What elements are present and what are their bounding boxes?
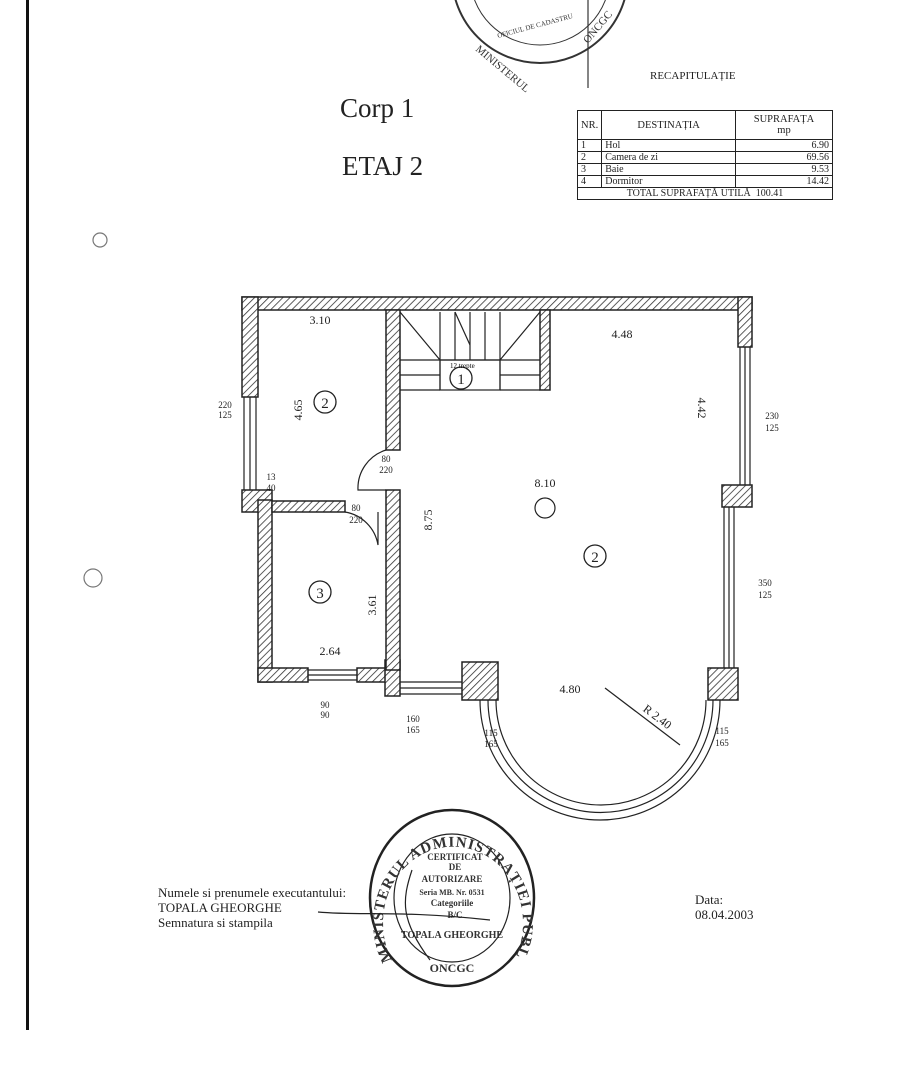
executor-label: Numele si prenumele executantului:	[158, 885, 347, 900]
svg-text:ONCGC: ONCGC	[430, 961, 475, 975]
wall-interior-upper	[385, 309, 401, 451]
svg-text:B/C: B/C	[447, 910, 462, 920]
svg-text:Categoriile: Categoriile	[431, 898, 473, 908]
opening-size: 90	[321, 710, 331, 720]
dimension: 4.65	[291, 400, 305, 421]
window-right-lower	[723, 507, 735, 668]
stamp-top: MINISTERUL OFICIUL DE CADASTRU ONCGC	[454, 0, 626, 95]
room-number: 1	[457, 372, 465, 388]
opening-size: 40	[267, 483, 277, 493]
opening-size: 115	[484, 728, 498, 738]
opening-size: 13	[267, 472, 277, 482]
dimension: 8.10	[535, 476, 556, 490]
date-label: Data:	[695, 892, 724, 907]
executor-block: Numele si prenumele executantului: TOPAL…	[158, 885, 346, 930]
dimension: 3.10	[310, 313, 331, 327]
signature-label: Semnatura si stampila	[158, 915, 273, 930]
room-number: 3	[316, 586, 324, 602]
opening-size: 220	[218, 400, 232, 410]
staircase	[399, 311, 541, 391]
opening-size: 165	[406, 725, 420, 735]
dimension: 8.75	[421, 510, 435, 531]
opening-size: 115	[715, 726, 729, 736]
wall-right-upper	[737, 296, 753, 348]
wall-interior-lower	[385, 489, 401, 671]
window-left	[243, 397, 257, 490]
ceiling-light	[534, 497, 556, 519]
date-value: 08.04.2003	[695, 907, 754, 922]
stairs-label: 12 trepte	[450, 362, 475, 370]
dimension: 3.61	[365, 595, 379, 616]
bay-window-arc-mid	[487, 699, 714, 814]
wall-left-upper	[241, 296, 259, 398]
page-margin-line	[26, 0, 29, 1030]
bay-window-arc	[479, 699, 721, 821]
svg-text:AUTORIZARE: AUTORIZARE	[422, 874, 483, 884]
door-swing-bath	[344, 511, 379, 546]
opening-size: 160	[406, 714, 420, 724]
bay-window-arc-inner	[495, 699, 707, 806]
svg-text:MINISTERUL: MINISTERUL	[473, 43, 532, 95]
opening-size: 230	[765, 411, 779, 421]
opening-size: 220	[379, 465, 393, 475]
svg-text:DE: DE	[449, 862, 462, 872]
punch-mark	[83, 568, 103, 588]
window-bottom-left	[308, 669, 357, 681]
col-nr: NR.	[576, 110, 603, 140]
dimension: 2.64	[320, 644, 341, 658]
punch-mark	[92, 232, 108, 248]
opening-size: 125	[218, 410, 232, 420]
radius-line	[604, 687, 681, 746]
svg-text:TOPALA GHEORGHE: TOPALA GHEORGHE	[401, 930, 503, 941]
wall-right-stair	[539, 309, 551, 391]
opening-size: 80	[352, 503, 362, 513]
dimension: 4.48	[612, 327, 633, 341]
window-bottom-mid	[400, 681, 462, 695]
date-block: Data: 08.04.2003	[695, 892, 754, 922]
wall-left-lower	[257, 499, 273, 683]
executor-name: TOPALA GHEORGHE	[158, 900, 282, 915]
opening-size: 90	[321, 700, 331, 710]
opening-size: 125	[758, 590, 772, 600]
svg-text:Seria MB. Nr. 0531: Seria MB. Nr. 0531	[419, 888, 484, 897]
wall-bottom-left	[257, 667, 309, 683]
wall-top	[241, 296, 753, 311]
door-swing-room	[357, 449, 387, 491]
opening-size: 125	[765, 423, 779, 433]
opening-size: 165	[484, 739, 498, 749]
svg-text:OFICIUL DE CADASTRU: OFICIUL DE CADASTRU	[496, 12, 573, 40]
wall-bath	[271, 500, 346, 513]
wall-right-step	[721, 484, 753, 508]
dimension: 4.42	[695, 398, 709, 419]
opening-size: 220	[349, 515, 363, 525]
floor-title: ETAJ 2	[342, 151, 424, 181]
window-right-upper	[739, 347, 751, 485]
opening-size: 80	[382, 454, 392, 464]
building-title: Corp 1	[340, 93, 415, 123]
pillar-right	[707, 667, 739, 701]
room-number: 2	[591, 550, 599, 566]
opening-size: 165	[715, 738, 729, 748]
dimension: 4.80	[560, 682, 581, 696]
col-destination: DESTINAȚIA	[601, 110, 736, 140]
summary-title: RECAPITULAȚIE	[650, 70, 736, 82]
pillar-left	[461, 661, 499, 701]
table-total-row: TOTAL SUPRAFAȚĂ UTILĂ 100.41	[577, 187, 833, 200]
room-number: 2	[321, 396, 329, 412]
svg-text:CERTIFICAT: CERTIFICAT	[427, 852, 483, 862]
opening-size: 350	[758, 578, 772, 588]
